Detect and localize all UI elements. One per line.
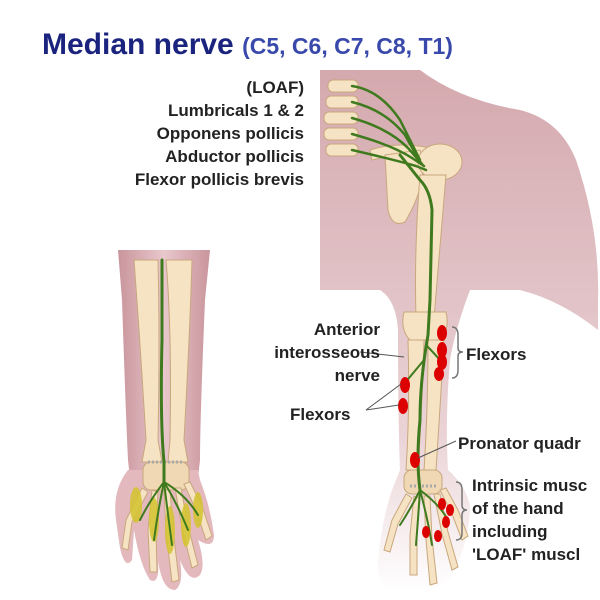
page-title: Median nerve (C5, C6, C7, C8, T1) <box>42 28 453 62</box>
label-leader-lines <box>359 351 457 459</box>
loaf-acronym: (LOAF) <box>246 78 304 97</box>
title-nerve: Median nerve <box>42 28 234 61</box>
pronator-label: Pronator quadr <box>458 434 581 453</box>
anterior-interosseous-label: Anterior interosseous nerve <box>274 320 380 385</box>
brackets <box>451 326 468 541</box>
brachial-plexus-nerve <box>350 84 449 546</box>
loaf-item-flexor-brevis: Flexor pollicis brevis <box>134 170 304 189</box>
left-wrist-bones <box>142 460 190 491</box>
flexors-label-left: Flexors <box>290 405 351 424</box>
loaf-muscle-list: (LOAF) Lumbricals 1 & 2 Opponens pollici… <box>100 76 304 191</box>
red-muscle-markers <box>398 325 454 542</box>
left-ulna-bone <box>165 259 193 463</box>
cervical-vertebrae <box>323 79 359 157</box>
loaf-item-lumbricals: Lumbricals 1 & 2 <box>167 101 304 120</box>
clavicle-scapula <box>369 143 463 224</box>
title-roots: (C5, C6, C7, C8, T1) <box>242 33 453 59</box>
left-median-nerve <box>139 258 199 546</box>
loaf-item-opponens: Opponens pollicis <box>156 124 304 143</box>
flexors-label-right: Flexors <box>466 345 527 364</box>
loaf-item-abductor: Abductor pollicis <box>165 147 304 166</box>
intrinsic-muscles-label: Intrinsic musc of the hand including 'LO… <box>472 476 588 564</box>
